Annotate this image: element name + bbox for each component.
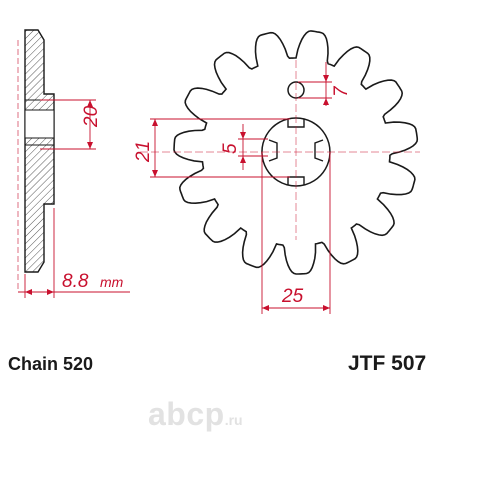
dimension-25: 25 xyxy=(261,152,331,314)
side-profile xyxy=(17,29,55,290)
dimension-7: 7 xyxy=(298,62,352,106)
dim-label-7: 7 xyxy=(331,85,352,97)
watermark-main: abcp xyxy=(148,396,225,432)
watermark-logo: abcp.ru xyxy=(148,396,243,433)
splined-bore xyxy=(261,117,331,187)
dim-label-21: 21 xyxy=(133,141,154,163)
sprocket-outline xyxy=(173,30,419,275)
dim-label-20: 20 xyxy=(81,105,102,128)
dimension-5: 5 xyxy=(220,124,268,170)
watermark-tld: .ru xyxy=(224,412,243,428)
sprocket-front-view xyxy=(140,30,420,275)
side-profile-section xyxy=(24,29,55,273)
dim-label-25: 25 xyxy=(281,286,304,307)
dimension-20: 20 xyxy=(40,99,102,150)
side-profile-hub-gap xyxy=(24,109,55,139)
dim-label-thickness: 8.8 xyxy=(62,271,89,292)
dimension-21: 21 xyxy=(133,118,290,178)
dim-label-5: 5 xyxy=(220,143,241,154)
dim-unit-mm: mm xyxy=(100,274,124,290)
chain-label: Chain 520 xyxy=(8,354,94,374)
part-number: JTF 507 xyxy=(348,352,427,375)
dimension-thickness: 8.8 mm xyxy=(18,208,130,298)
